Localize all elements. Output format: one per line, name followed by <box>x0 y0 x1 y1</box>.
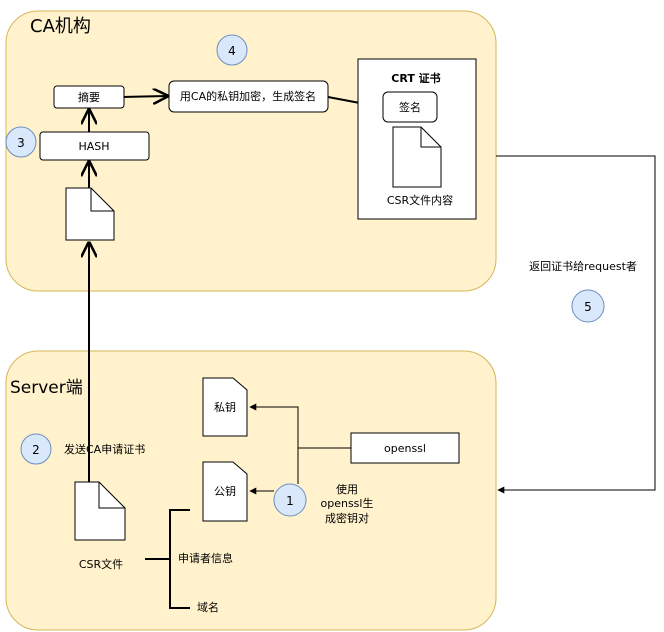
signature-label: 签名 <box>399 100 421 114</box>
signature-box <box>382 91 438 123</box>
step-1-number: 1 <box>286 494 294 508</box>
ca-document-fold-icon <box>90 188 114 212</box>
openssl-label: openssl <box>384 442 426 455</box>
csr-content-document-fold-icon <box>420 127 441 148</box>
openssl-box <box>350 432 460 464</box>
ca-title: CA机构 <box>30 16 91 37</box>
step-5-badge <box>571 289 605 323</box>
csr-content-document-icon <box>392 126 442 188</box>
step-5-number: 5 <box>584 300 592 314</box>
digest-to-encrypt-arrow <box>123 96 167 97</box>
crt-title: CRT 证书 <box>391 71 440 85</box>
step-4-badge <box>216 34 248 66</box>
public-key-label: 公钥 <box>214 484 236 498</box>
step-1-badge <box>273 483 307 517</box>
private-key-edge <box>249 403 299 448</box>
step-4-number: 4 <box>228 44 236 58</box>
private-key-label: 私钥 <box>214 400 236 414</box>
step-2-number: 2 <box>32 443 40 457</box>
csr-content-bracket <box>169 509 190 609</box>
csr-file-label: CSR文件 <box>79 557 123 571</box>
step-2-badge <box>20 433 52 465</box>
return-certificate-label: 返回证书给request者 <box>529 260 637 273</box>
generate-keys-label-line1: 使用 <box>336 483 358 496</box>
private-key-document-icon <box>202 377 248 437</box>
return-certificate-edge <box>496 155 656 494</box>
domain-label: 域名 <box>197 600 219 614</box>
generate-keys-label-line2: openssl生 <box>321 496 374 510</box>
digest-label: 摘要 <box>78 90 100 104</box>
hash-label: HASH <box>78 140 109 153</box>
csr-file-document-icon <box>74 481 126 541</box>
send-ca-label: 发送CA申请证书 <box>64 442 145 456</box>
ca-document-icon <box>65 187 115 241</box>
csr-file-document-fold-icon <box>98 482 125 509</box>
hash-box <box>39 131 150 161</box>
server-title: Server端 <box>10 378 83 398</box>
csr-content-label: CSR文件内容 <box>387 193 453 207</box>
applicant-info-label: 申请者信息 <box>178 551 233 565</box>
step-3-badge <box>5 126 37 158</box>
encrypt-box <box>168 80 329 113</box>
step-3-number: 3 <box>17 136 25 150</box>
encrypt-label: 用CA的私钥加密，生成签名 <box>180 89 316 103</box>
public-key-document-icon <box>202 461 248 522</box>
generate-keys-label-line3: 成密钥对 <box>325 511 369 525</box>
